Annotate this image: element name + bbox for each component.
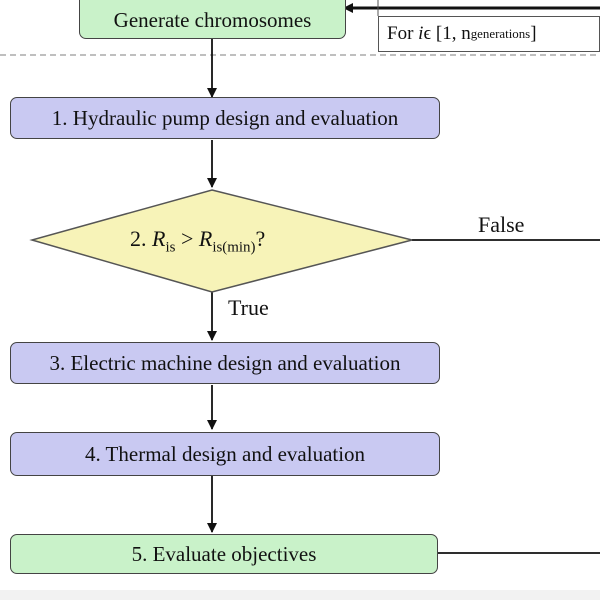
step3-electric-node: 3. Electric machine design and evaluatio… (10, 342, 440, 384)
decision-sub1: is (165, 239, 176, 256)
decision-num: 2. (130, 226, 152, 251)
loop-prefix: For (387, 23, 414, 44)
false-label: False (478, 212, 525, 237)
decision-diamond (29, 189, 413, 293)
true-label: True (228, 295, 269, 320)
step4-label: 4. Thermal design and evaluation (84, 441, 366, 466)
decision-r2: R (198, 226, 213, 251)
step5-objectives-node: 5. Evaluate objectives (10, 534, 438, 574)
loop-mid: ϵ [1, n (423, 23, 471, 44)
step3-label: 3. Electric machine design and evaluatio… (49, 350, 401, 375)
decision-q: ? (255, 226, 266, 251)
loop-var: i (418, 23, 424, 44)
step5-label: 5. Evaluate objectives (131, 541, 317, 566)
generate-chromosomes-label: Generate chromosomes (113, 8, 312, 32)
decision-label: 2. Ris > Ris(min)? (130, 226, 265, 256)
generate-chromosomes-node: Generate chromosomes (79, 0, 346, 39)
step1-hydraulic-node: 1. Hydraulic pump design and evaluation (10, 97, 440, 139)
step4-thermal-node: 4. Thermal design and evaluation (10, 432, 440, 476)
decision-r1: R (152, 226, 166, 251)
loop-sub: generations (470, 26, 531, 41)
loop-suffix: ] (530, 23, 537, 44)
decision-op: > (175, 226, 199, 251)
step1-label: 1. Hydraulic pump design and evaluation (51, 105, 399, 130)
cropped-caption-strip (0, 590, 600, 600)
decision-sub2: is(min) (212, 239, 256, 256)
